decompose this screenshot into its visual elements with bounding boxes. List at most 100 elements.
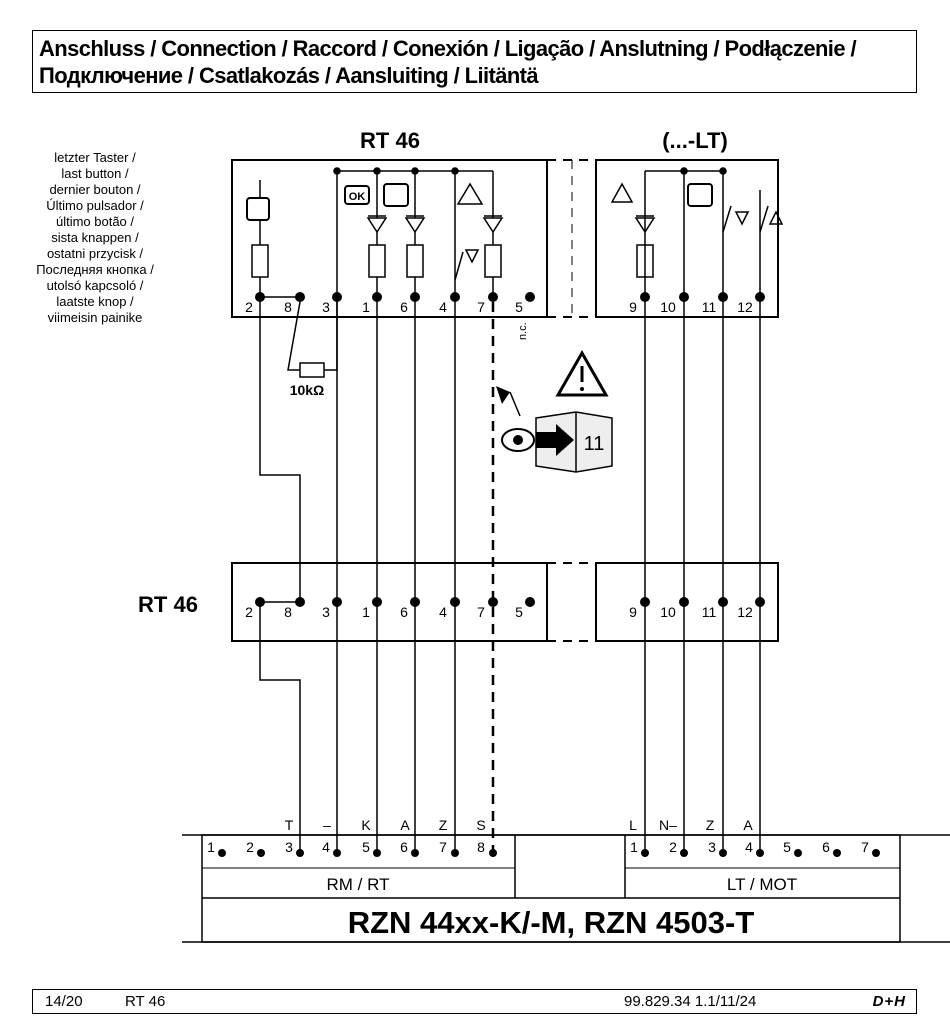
second-terminals: 2 8 3 1 6 4 7 5 9 10 11 12 [245,597,765,620]
svg-text:7: 7 [861,839,869,855]
svg-text:Z: Z [439,817,448,833]
controller-title: RZN 44xx-K/-M, RZN 4503-T [348,905,755,940]
top-device-title: RT 46 [360,128,420,153]
svg-text:9: 9 [629,604,637,620]
doc-number: 99.829.34 1.1/11/24 [624,993,757,1010]
svg-text:4: 4 [745,839,753,855]
svg-text:7: 7 [477,604,485,620]
svg-text:1: 1 [362,299,370,315]
lt-internal-wiring [644,167,761,297]
svg-text:3: 3 [322,299,330,315]
svg-text:8: 8 [477,839,485,855]
lt-device-title: (...-LT) [662,128,728,153]
up-triangle-icon [610,182,634,203]
component-symbols [251,217,656,278]
svg-text:ostatni przycisk /: ostatni przycisk / [47,246,143,261]
last-button-note: letzter Taster / last button / dernier b… [36,150,154,325]
svg-text:letzter Taster /: letzter Taster / [54,150,136,165]
controller-right-terminals: 1 2 3 4 5 6 7 [630,839,880,857]
resistor-label: 10kΩ [290,382,325,398]
svg-text:viimeisin painike: viimeisin painike [48,310,143,325]
svg-text:2: 2 [246,839,254,855]
warning-small-icon [456,182,484,205]
svg-text:N–: N– [659,817,677,833]
svg-text:Последняя кнопка /: Последняя кнопка / [36,262,154,277]
svg-text:dernier bouton /: dernier bouton / [49,182,140,197]
svg-text:11: 11 [702,604,717,620]
title-line-2: Подключение / Csatlakozás / Aansluiting … [39,63,539,88]
controller-right-signals: L N– Z A [629,817,753,833]
svg-text:A: A [743,817,753,833]
svg-text:2: 2 [245,299,253,315]
top-terminals: 2 8 3 1 6 4 7 5 9 10 11 12 [245,292,765,315]
svg-text:2: 2 [245,604,253,620]
svg-text:7: 7 [439,839,447,855]
svg-text:5: 5 [515,604,523,620]
svg-text:–: – [323,817,331,833]
svg-text:4: 4 [322,839,330,855]
svg-text:7: 7 [477,299,485,315]
svg-text:sista knappen /: sista knappen / [51,230,139,245]
svg-text:6: 6 [400,299,408,315]
svg-text:K: K [361,817,371,833]
page-number: 14/20 [45,993,83,1010]
ok-icon [344,185,370,205]
switch-symbols [454,205,784,281]
svg-text:6: 6 [400,604,408,620]
rm-rt-label: RM / RT [327,875,390,894]
title-line-1: Anschluss / Connection / Raccord / Conex… [39,36,857,61]
svg-text:8: 8 [284,604,292,620]
lt-box [595,159,779,318]
svg-text:A: A [400,817,410,833]
svg-text:5: 5 [515,299,523,315]
svg-text:Último pulsador /: Último pulsador / [46,198,144,213]
controller-left-terminals: 1 2 3 4 5 6 7 8 [207,839,497,857]
svg-text:T: T [285,817,294,833]
svg-text:10: 10 [660,299,676,315]
svg-text:utolsó kapcsoló /: utolsó kapcsoló / [47,278,144,293]
svg-text:1: 1 [207,839,215,855]
svg-text:L: L [629,817,637,833]
cables-top-to-mid [259,297,761,600]
dh-logo: D+H [872,993,906,1010]
svg-text:1: 1 [362,604,370,620]
svg-text:S: S [476,817,485,833]
svg-text:último botão /: último botão / [56,214,134,229]
svg-text:8: 8 [284,299,292,315]
svg-text:last button /: last button / [61,166,129,181]
footer: 14/20 RT 46 99.829.34 1.1/11/24 D+H [32,989,917,1014]
manual-book-icon [501,411,613,473]
svg-text:3: 3 [708,839,716,855]
svg-text:10: 10 [660,604,676,620]
lt-lower-box [595,562,779,642]
cables-mid-to-controller [259,602,761,852]
title-box: Anschluss / Connection / Raccord / Conex… [32,30,917,93]
svg-text:4: 4 [439,299,447,315]
second-device-title: RT 46 [138,592,198,617]
svg-text:4: 4 [439,604,447,620]
arrow-to-cable [509,391,521,417]
footer-model: RT 46 [125,993,166,1010]
controller-left-signals: T – K A Z S [285,817,486,833]
svg-text:1: 1 [630,839,638,855]
svg-text:5: 5 [362,839,370,855]
ok-icon-label: OK [349,191,366,203]
rt46-lower-box [231,562,548,642]
rt46-box [231,159,548,318]
svg-text:12: 12 [737,604,753,620]
motor-icon [687,183,713,207]
svg-text:6: 6 [822,839,830,855]
svg-text:3: 3 [285,839,293,855]
svg-text:12: 12 [737,299,753,315]
svg-text:5: 5 [783,839,791,855]
window-icon [383,183,409,207]
svg-text:laatste knop /: laatste knop / [56,294,134,309]
svg-text:Z: Z [706,817,715,833]
nc-label: n.c. [517,322,529,340]
window-switch-icon [246,197,270,221]
manual-page-ref: 11 [584,433,605,455]
svg-text:9: 9 [629,299,637,315]
svg-text:3: 3 [322,604,330,620]
controller-box [182,834,950,943]
